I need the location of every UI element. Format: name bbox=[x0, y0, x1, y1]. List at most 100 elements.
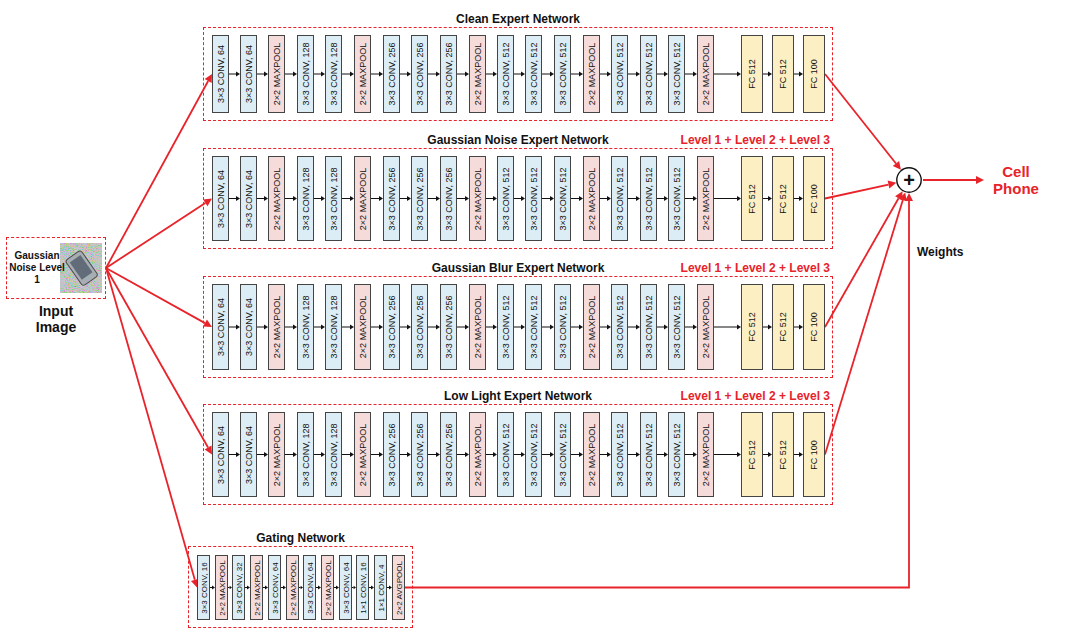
layer-box: 3×3 CONV, 512 bbox=[640, 156, 657, 241]
layer-label: 3×3 CONV, 64 bbox=[304, 562, 315, 614]
layer-arrow bbox=[714, 452, 741, 457]
layer-arrow bbox=[794, 325, 803, 330]
layer-box: 3×3 CONV, 128 bbox=[297, 156, 314, 241]
layer-arrow bbox=[314, 325, 325, 330]
layer-arrow bbox=[657, 325, 668, 330]
layer-arrow bbox=[600, 325, 611, 330]
connector-line bbox=[314, 454, 321, 455]
layer-box: FC 512 bbox=[772, 412, 794, 497]
layer-box: 3×3 CONV, 512 bbox=[668, 284, 685, 370]
layer-label: 2×2 MAXPOOL bbox=[586, 167, 597, 229]
connector-line bbox=[628, 198, 636, 199]
layer-label: 2×2 MAXPOOL bbox=[700, 423, 711, 485]
connector-line bbox=[281, 587, 283, 588]
connector-line bbox=[600, 198, 607, 199]
connector-line bbox=[457, 74, 465, 75]
layer-box: 3×3 CONV, 512 bbox=[554, 284, 571, 370]
arrowhead bbox=[203, 199, 212, 207]
connector-line bbox=[210, 587, 212, 588]
layer-arrow bbox=[342, 72, 354, 77]
flow-arrow bbox=[825, 191, 903, 327]
phone-picture bbox=[65, 250, 98, 286]
layer-label: 3×3 CONV, 128 bbox=[300, 296, 311, 359]
layer-box: 2×2 MAXPOOL bbox=[354, 156, 371, 241]
connector-line bbox=[794, 454, 799, 455]
connector-line bbox=[428, 198, 436, 199]
connector-line bbox=[628, 454, 636, 455]
layer-label: 3×3 CONV, 128 bbox=[328, 167, 339, 230]
layer-box: 3×3 CONV, 512 bbox=[640, 284, 657, 370]
layer-label: 3×3 CONV, 512 bbox=[557, 296, 568, 359]
layer-box: 3×3 CONV, 64 bbox=[240, 284, 257, 370]
network-group: Clean Expert Network3×3 CONV, 643×3 CONV… bbox=[203, 27, 833, 121]
connector-line bbox=[371, 198, 379, 199]
connector-line bbox=[685, 198, 693, 199]
connector-line bbox=[299, 587, 301, 588]
level-note: Level 1 + Level 2 + Level 3 bbox=[681, 389, 830, 403]
layer-label: 3×3 CONV, 128 bbox=[328, 296, 339, 359]
connector-line bbox=[514, 327, 521, 328]
layer-label: FC 512 bbox=[747, 59, 758, 89]
connector-line bbox=[542, 198, 550, 199]
arrowhead bbox=[905, 193, 913, 201]
layer-box: 2×2 MAXPOOL bbox=[697, 35, 714, 113]
connector-line bbox=[106, 268, 195, 580]
layer-label: FC 100 bbox=[809, 59, 820, 89]
layer-arrow bbox=[600, 452, 611, 457]
layer-box: 3×3 CONV, 512 bbox=[611, 35, 628, 113]
connector-line bbox=[486, 198, 493, 199]
layer-label: FC 512 bbox=[778, 440, 789, 470]
layer-label: 3×3 CONV, 64 bbox=[340, 562, 351, 614]
layer-arrow bbox=[657, 196, 668, 201]
layer-label: 3×3 CONV, 256 bbox=[386, 43, 397, 106]
layer-label: 2×2 MAXPOOL bbox=[586, 43, 597, 105]
connector-line bbox=[600, 327, 607, 328]
layer-label: 3×3 CONV, 512 bbox=[528, 423, 539, 486]
layer-box: 2×2 MAXPOOL bbox=[268, 35, 285, 113]
layer-label: 3×3 CONV, 64 bbox=[243, 426, 254, 484]
layer-box: 3×3 CONV, 128 bbox=[297, 412, 314, 497]
layer-box: 3×3 CONV, 512 bbox=[640, 412, 657, 497]
layer-label: 2×2 MAXPOOL bbox=[586, 296, 597, 358]
layer-box: 2×2 MAXPOOL bbox=[697, 284, 714, 370]
connector-line bbox=[685, 327, 693, 328]
layer-arrow bbox=[371, 452, 383, 457]
layer-box: 2×2 MAXPOOL bbox=[697, 412, 714, 497]
layer-label: FC 512 bbox=[747, 440, 758, 470]
arrowhead bbox=[893, 161, 901, 170]
connector-line bbox=[763, 198, 768, 199]
layer-box: 2×2 MAXPOOL bbox=[469, 156, 486, 241]
phone-body bbox=[65, 250, 98, 286]
connector-line bbox=[342, 454, 350, 455]
phone-screen bbox=[70, 255, 93, 280]
layer-arrow bbox=[400, 452, 411, 457]
layer-box: 2×2 MAXPOOL bbox=[697, 156, 714, 241]
output-arrowhead bbox=[976, 176, 984, 184]
network-group: Gating Network3×3 CONV, 162×2 MAXPOOL3×3… bbox=[188, 546, 413, 628]
layer-arrow bbox=[628, 72, 640, 77]
edge-label: Weights bbox=[915, 245, 965, 259]
layer-box: 2×2 MAXPOOL bbox=[583, 156, 600, 241]
layer-box: 3×3 CONV, 128 bbox=[325, 35, 342, 113]
flow-arrow bbox=[106, 199, 212, 269]
layer-box: 2×2 AVGPOOL bbox=[392, 555, 405, 620]
layer-arrow bbox=[314, 72, 325, 77]
layer-box: 3×3 CONV, 256 bbox=[411, 156, 428, 241]
layer-box: 3×3 CONV, 128 bbox=[325, 284, 342, 370]
layer-box: 3×3 CONV, 512 bbox=[611, 284, 628, 370]
connector-line bbox=[334, 587, 336, 588]
layer-label: 1×1 CONV, 16 bbox=[357, 562, 368, 614]
layer-box: 3×3 CONV, 256 bbox=[440, 156, 457, 241]
layer-arrow bbox=[486, 196, 497, 201]
layer-box: FC 512 bbox=[772, 284, 794, 370]
layer-label: 3×3 CONV, 512 bbox=[557, 167, 568, 230]
layer-arrow bbox=[285, 72, 297, 77]
layer-box: 3×3 CONV, 64 bbox=[240, 156, 257, 241]
input-caption: Gaussian Noise Level 1 bbox=[9, 250, 65, 286]
layer-arrow bbox=[229, 452, 240, 457]
connector-line bbox=[714, 198, 737, 199]
layer-arrow bbox=[257, 196, 268, 201]
layer-arrow bbox=[542, 72, 554, 77]
connector-line bbox=[428, 327, 436, 328]
